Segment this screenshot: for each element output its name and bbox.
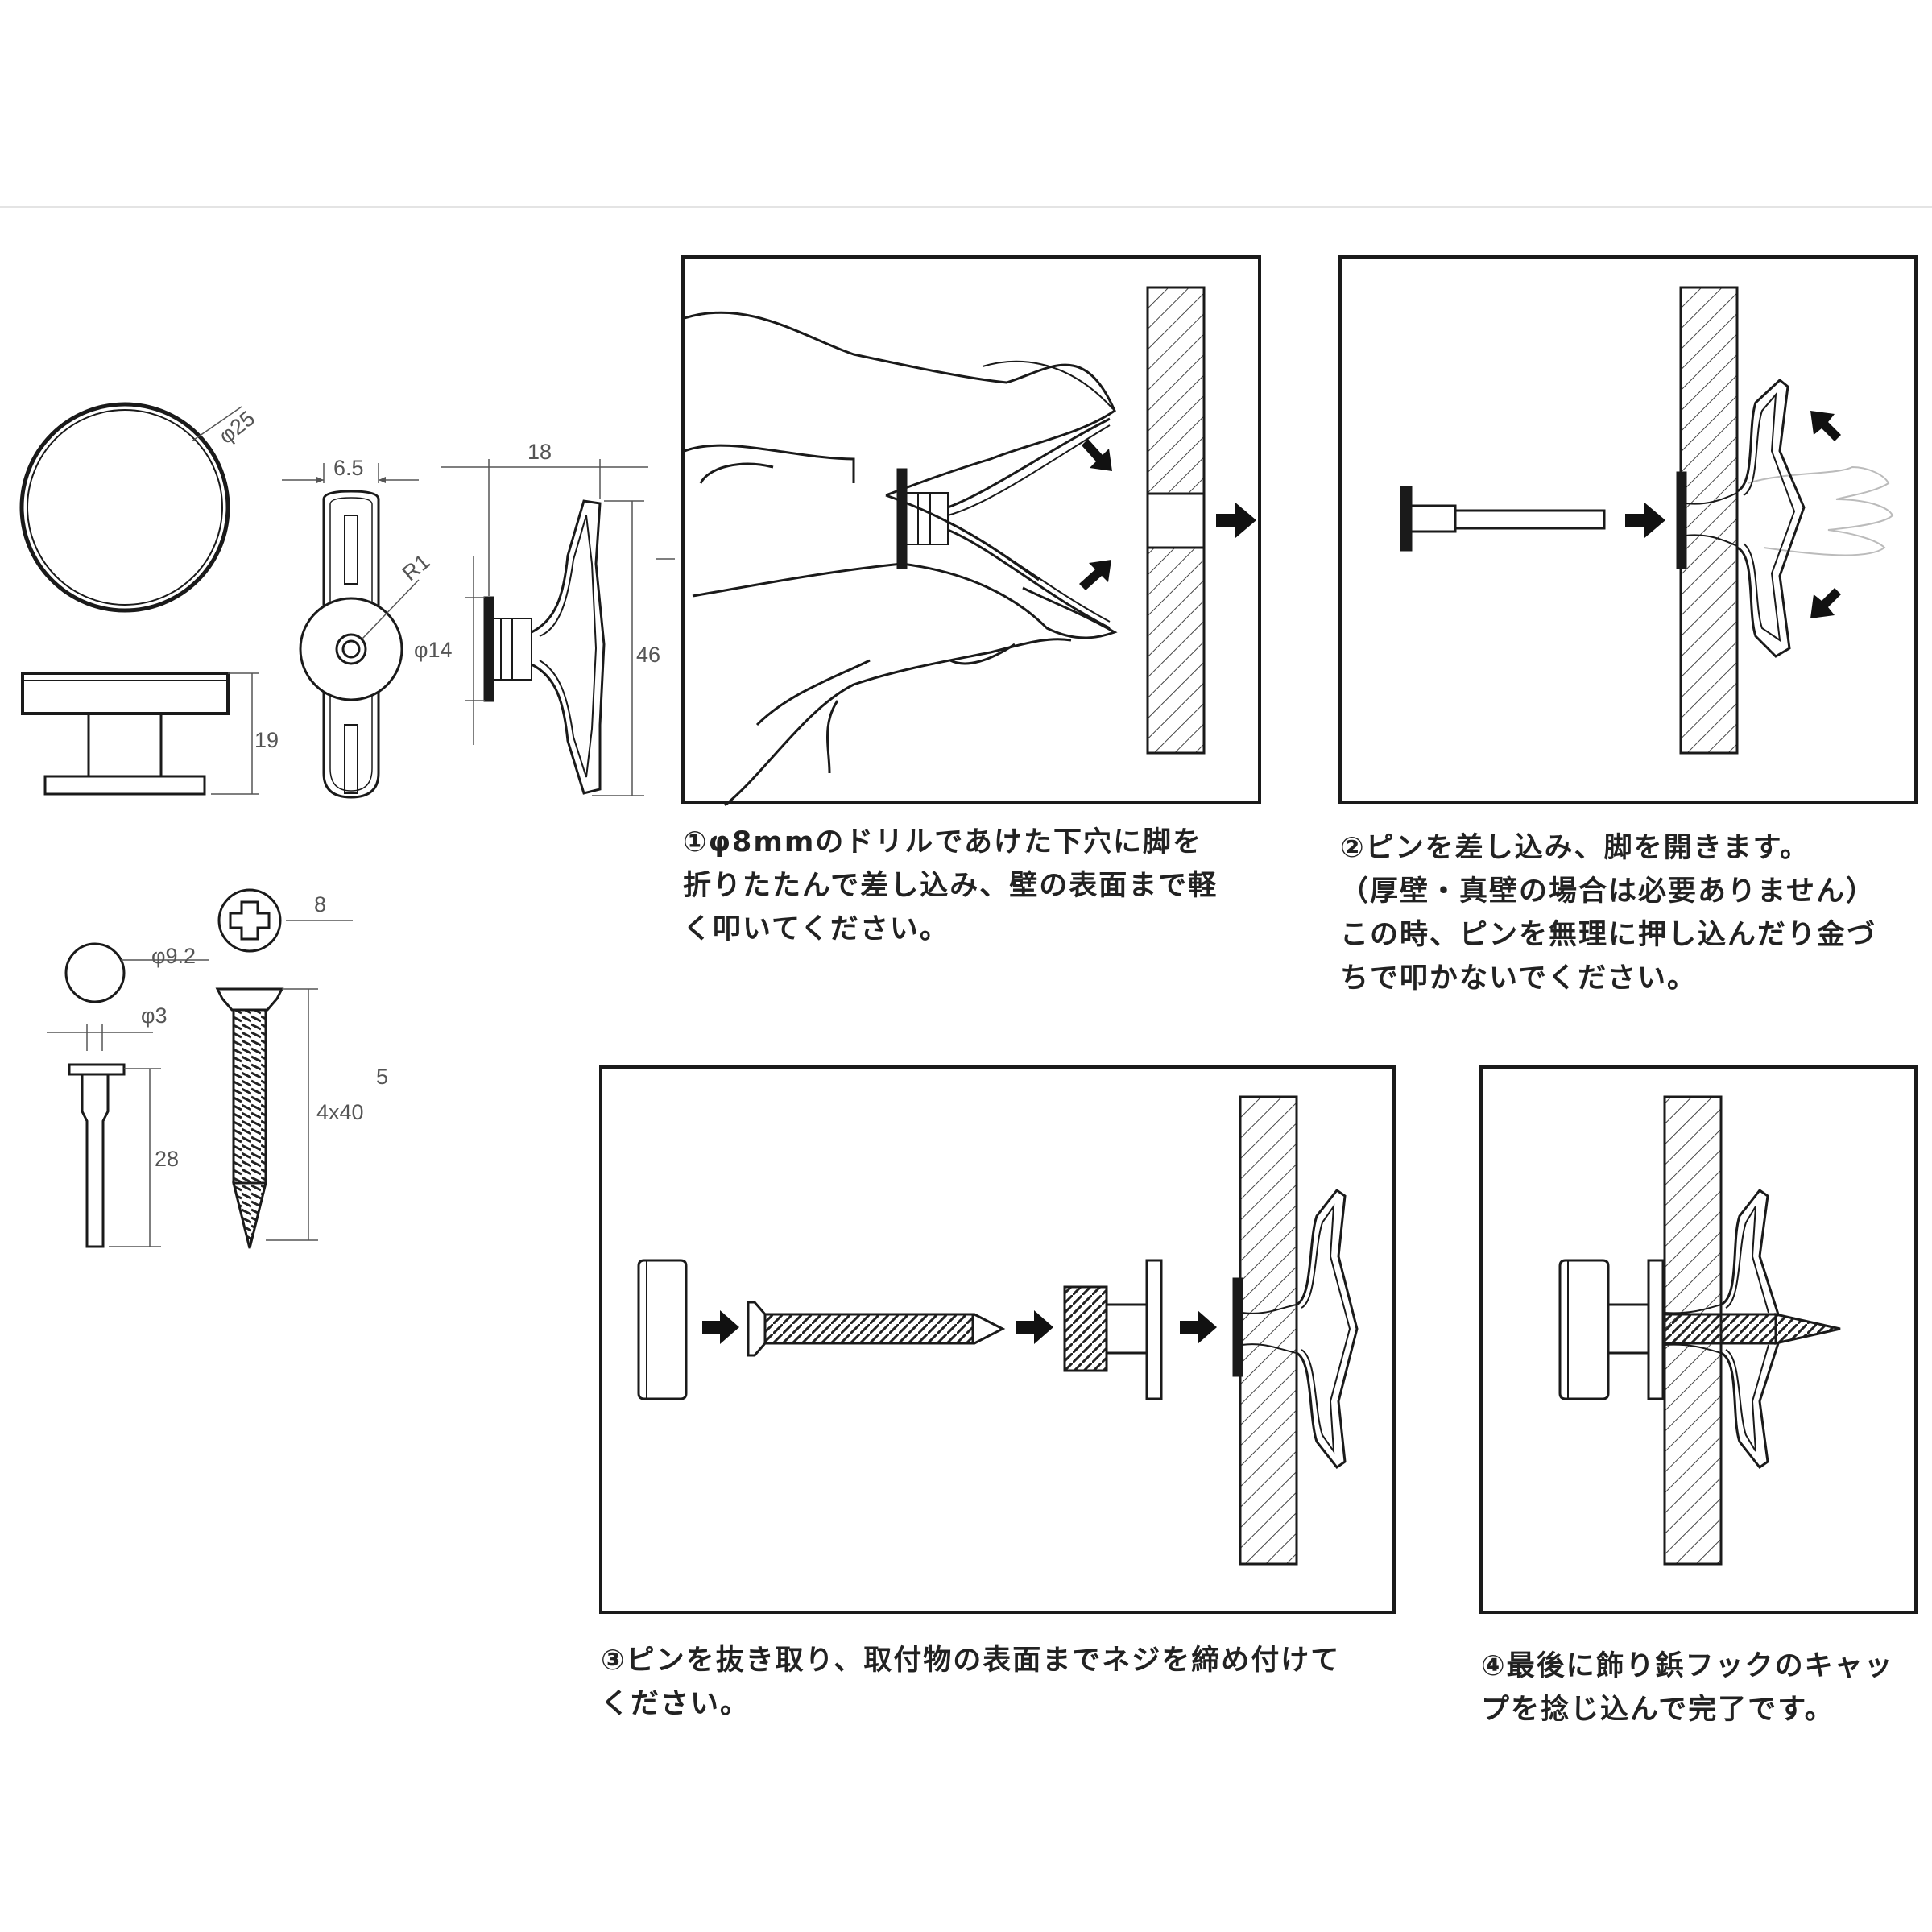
dim-cap-height: 19 bbox=[254, 728, 279, 752]
step1-caption: ①φ8mmのドリルであけた下穴に脚を 折りたたんで差し込み、壁の表面まで軽 く叩… bbox=[683, 821, 1218, 951]
caption-line: ①φ8mmのドリルであけた下穴に脚を bbox=[683, 826, 1202, 858]
arrow-icon bbox=[1082, 439, 1112, 471]
arrow-icon bbox=[702, 1310, 739, 1344]
caption-line: ちで叩かないでください。 bbox=[1340, 962, 1697, 995]
step4-caption: ④最後に飾り鋲フックのキャッ プを捻じ込んで完了です。 bbox=[1481, 1644, 1894, 1731]
dim-pin-head: φ9.2 bbox=[151, 944, 196, 968]
dim-screw-head: 8 bbox=[314, 892, 326, 916]
caption-line: ④最後に飾り鋲フックのキャッ bbox=[1481, 1650, 1894, 1682]
caption-line: ください。 bbox=[601, 1688, 751, 1720]
dim-pin-shaft: φ3 bbox=[141, 1003, 168, 1028]
dim-anchor-length: 46 bbox=[636, 643, 660, 667]
dim-anchor-depth: 18 bbox=[527, 440, 552, 464]
step2-caption: ②ピンを差し込み、脚を開きます。 （厚壁・真壁の場合は必要ありません） この時、… bbox=[1340, 826, 1876, 1000]
cap-drawing bbox=[19, 402, 259, 796]
step2-panel bbox=[1338, 255, 1918, 804]
step3-panel bbox=[599, 1065, 1396, 1614]
dim-cap-diameter: φ25 bbox=[214, 406, 259, 449]
anchor-side-drawing bbox=[441, 459, 675, 796]
caption-line: この時、ピンを無理に押し込んだり金づ bbox=[1340, 919, 1877, 951]
pin-screw-drawings bbox=[47, 888, 353, 1249]
dim-pin-length: 28 bbox=[155, 1147, 179, 1171]
caption-line: プを捻じ込んで完了です。 bbox=[1481, 1694, 1835, 1726]
step1-panel bbox=[681, 255, 1261, 807]
step4-panel bbox=[1479, 1065, 1918, 1614]
caption-line: 折りたたんで差し込み、壁の表面まで軽 bbox=[683, 870, 1218, 902]
caption-line: ②ピンを差し込み、脚を開きます。 bbox=[1340, 832, 1810, 864]
arrow-icon bbox=[1180, 1310, 1217, 1344]
caption-line: （厚壁・真壁の場合は必要ありません） bbox=[1340, 875, 1876, 908]
arrow-icon bbox=[1810, 588, 1841, 618]
arrow-icon bbox=[1625, 503, 1665, 538]
dim-anchor-flange: φ14 bbox=[414, 638, 453, 662]
step3-caption: ③ピンを抜き取り、取付物の表面までネジを締め付けて ください。 bbox=[601, 1639, 1340, 1726]
arrow-icon bbox=[1016, 1310, 1053, 1344]
arrow-icon bbox=[1216, 503, 1256, 538]
arrow-icon bbox=[1810, 411, 1841, 441]
arrow-icon bbox=[1079, 560, 1111, 590]
dim-anchor-radius: R1 bbox=[398, 549, 435, 585]
caption-line: ③ピンを抜き取り、取付物の表面までネジを締め付けて bbox=[601, 1644, 1341, 1677]
dim-screw-note: 5 bbox=[376, 1065, 388, 1089]
anchor-front-drawing bbox=[282, 463, 420, 799]
dim-anchor-width: 6.5 bbox=[333, 456, 364, 480]
caption-line: く叩いてください。 bbox=[683, 913, 949, 945]
dim-screw-size: 4x40 bbox=[316, 1100, 364, 1124]
